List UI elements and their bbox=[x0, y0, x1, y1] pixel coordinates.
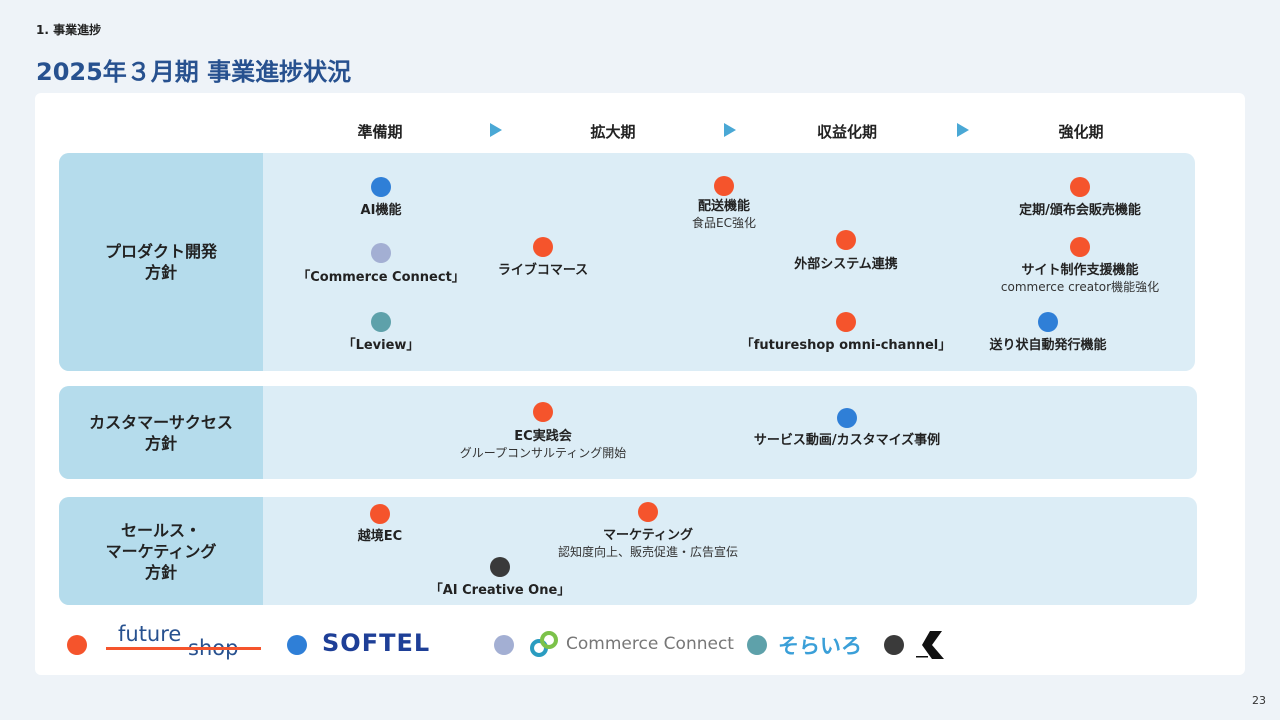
dot-external bbox=[836, 230, 856, 250]
item-ai-creative: 「AI Creative One」 bbox=[429, 583, 571, 598]
legend-dot-commerce-connect bbox=[494, 635, 514, 655]
softel-logo: SOFTEL bbox=[322, 629, 431, 657]
dot-cross-border bbox=[370, 504, 390, 524]
dot-ai-creative bbox=[490, 557, 510, 577]
dot-site bbox=[1070, 237, 1090, 257]
row-head-sales-marketing: セールス・ マーケティング 方針 bbox=[59, 497, 263, 605]
item-service-video: サービス動画/カスタマイズ事例 bbox=[753, 433, 941, 448]
dot-marketing bbox=[638, 502, 658, 522]
legend-dot-sorairo bbox=[747, 635, 767, 655]
k-logo-icon bbox=[916, 631, 944, 659]
dot-leview bbox=[371, 312, 391, 332]
row-sales-marketing: セールス・ マーケティング 方針 bbox=[59, 497, 1197, 605]
dot-ai bbox=[371, 177, 391, 197]
item-leview: 「Leview」 bbox=[342, 338, 420, 353]
item-subscription: 定期/頒布会販売機能 bbox=[1019, 203, 1141, 218]
row-customer-success: カスタマーサクセス 方針 bbox=[59, 386, 1197, 479]
row-product: プロダクト開発 方針 bbox=[59, 153, 1195, 371]
phase-monetization: 収益化期 bbox=[816, 123, 878, 141]
item-marketing: マーケティング認知度向上、販売促進・広告宣伝 bbox=[557, 528, 739, 559]
phase-arrow-icon bbox=[490, 123, 502, 137]
row-head-product: プロダクト開発 方針 bbox=[59, 153, 263, 371]
page-title: 2025年３月期 事業進捗状況 bbox=[36, 58, 352, 86]
item-external: 外部システム連携 bbox=[794, 257, 898, 272]
phase-strengthening: 強化期 bbox=[1058, 123, 1104, 141]
item-ec-kai: EC実践会グループコンサルティング開始 bbox=[459, 429, 627, 460]
dot-ec-kai bbox=[533, 402, 553, 422]
dot-commerce-connect bbox=[371, 243, 391, 263]
phase-expansion: 拡大期 bbox=[590, 123, 636, 141]
commerce-connect-mark-icon bbox=[530, 631, 558, 657]
legend-dot-k bbox=[884, 635, 904, 655]
sorairo-logo: そらいろ bbox=[778, 634, 862, 658]
item-live-commerce: ライブコマース bbox=[497, 263, 589, 278]
item-ai: AI機能 bbox=[360, 203, 402, 218]
item-cross-border: 越境EC bbox=[357, 529, 403, 544]
legend-dot-futureshop bbox=[67, 635, 87, 655]
dot-live-commerce bbox=[533, 237, 553, 257]
section-label: 1. 事業進捗 bbox=[36, 23, 102, 37]
dot-omni bbox=[836, 312, 856, 332]
phase-arrow-icon bbox=[957, 123, 969, 137]
item-delivery: 配送機能食品EC強化 bbox=[692, 199, 756, 230]
page-number: 23 bbox=[1252, 694, 1266, 707]
dot-subscription bbox=[1070, 177, 1090, 197]
row-head-customer-success: カスタマーサクセス 方針 bbox=[59, 386, 263, 479]
dot-service-video bbox=[837, 408, 857, 428]
item-omni: 「futureshop omni-channel」 bbox=[740, 338, 952, 353]
dot-invoice bbox=[1038, 312, 1058, 332]
dot-delivery bbox=[714, 176, 734, 196]
futureshop-logo: future shop bbox=[106, 622, 262, 662]
phase-arrow-icon bbox=[724, 123, 736, 137]
item-commerce-connect: 「Commerce Connect」 bbox=[297, 270, 465, 285]
k-logo bbox=[916, 629, 956, 665]
item-invoice: 送り状自動発行機能 bbox=[989, 338, 1107, 353]
legend-dot-softel bbox=[287, 635, 307, 655]
phase-prep: 準備期 bbox=[357, 123, 403, 141]
commerce-connect-logo: Commerce Connect bbox=[528, 628, 734, 660]
